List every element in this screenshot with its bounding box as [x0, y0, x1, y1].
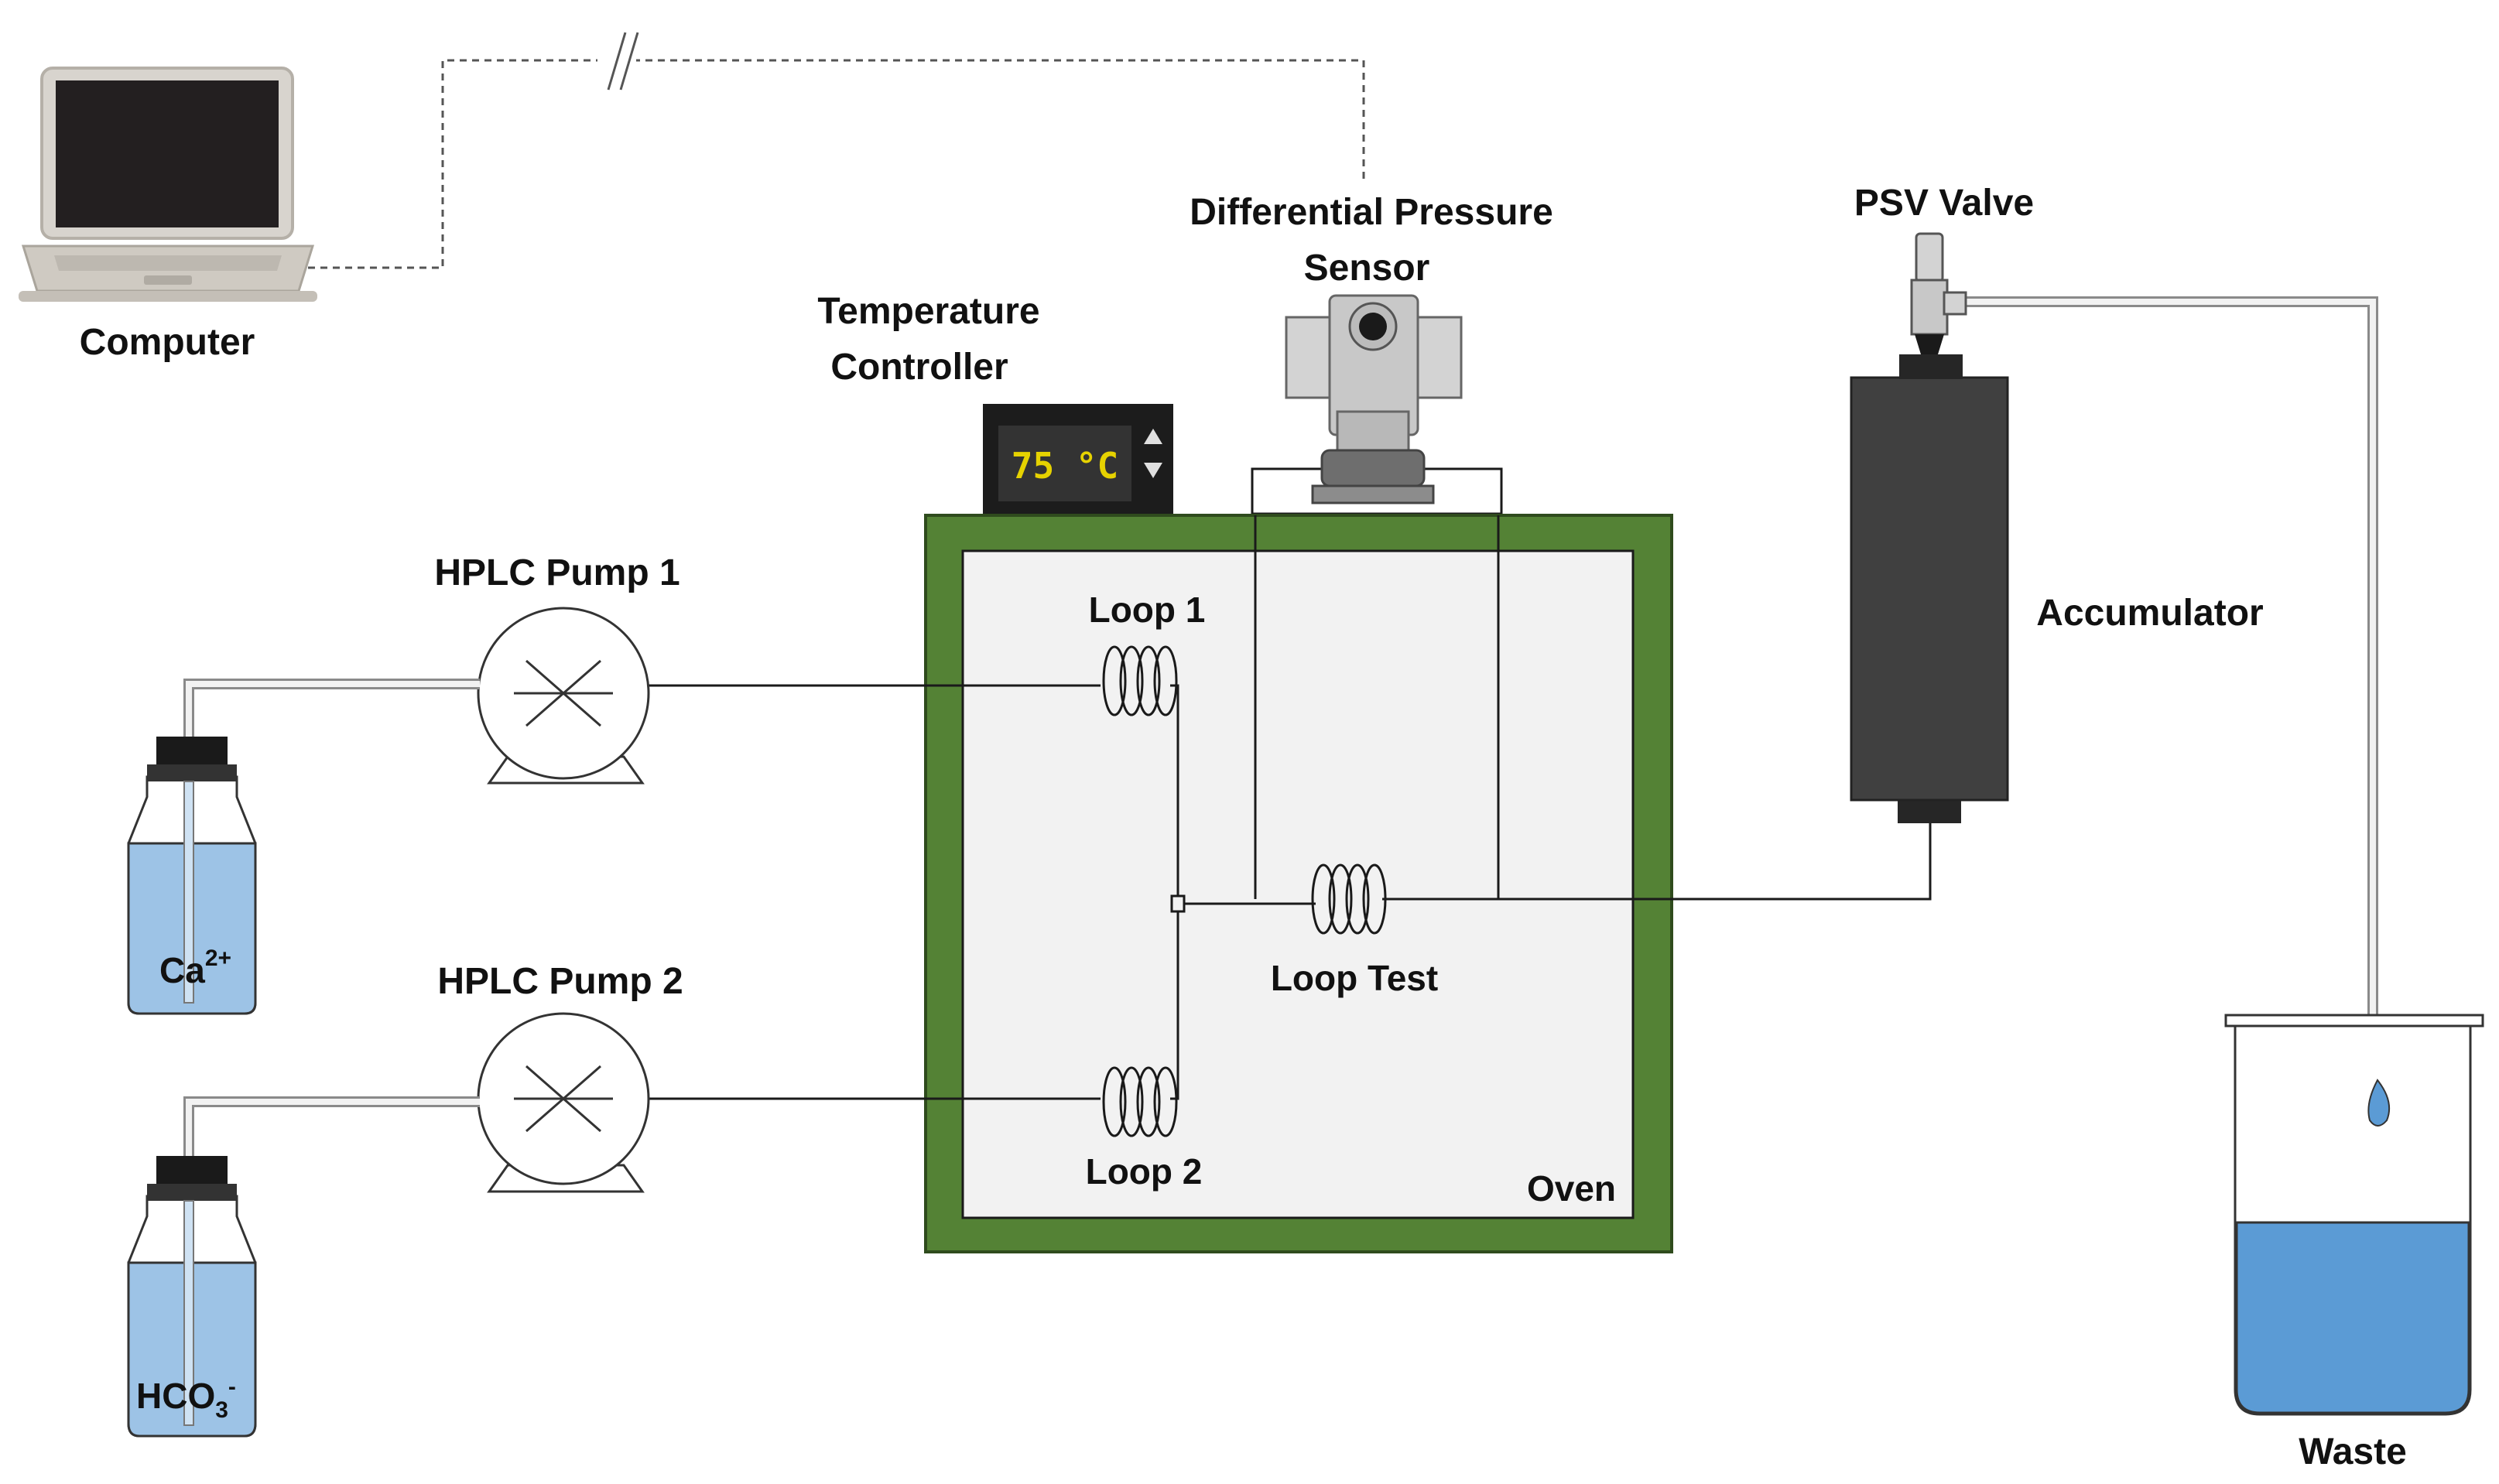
oven — [924, 514, 1673, 1253]
oven-label: Oven — [1527, 1168, 1616, 1209]
pump-icon — [477, 607, 650, 785]
temperature-display: 75 °C — [1012, 445, 1118, 487]
waste-label: Waste — [2299, 1431, 2407, 1472]
pump-icon — [477, 1012, 650, 1193]
loop-1-label: Loop 1 — [1089, 590, 1206, 630]
hco3-label: HCO3- — [136, 1374, 236, 1423]
loop-test-label: Loop Test — [1271, 958, 1438, 998]
psv-valve — [1910, 232, 2378, 1074]
pressure-sensor-label-line1: Differential Pressure — [1190, 192, 1553, 233]
oven-piping — [649, 515, 1672, 1100]
arrow-down-icon — [1144, 463, 1162, 478]
temperature-controller-label-line1: Temperature — [817, 291, 1039, 332]
reagent-bottle-icon — [127, 1156, 257, 1438]
hplc-pump-2-label: HPLC Pump 2 — [437, 961, 683, 1002]
accumulator — [1672, 354, 2009, 901]
drop-icon — [2367, 1079, 2390, 1127]
hplc-pump-1-label: HPLC Pump 1 — [434, 552, 680, 593]
loop-2-label: Loop 2 — [1086, 1151, 1203, 1192]
loop-1-coil — [1102, 645, 1178, 716]
beaker-icon — [2224, 1014, 2484, 1416]
pressure-sensor-label-line2: Sensor — [1304, 248, 1430, 289]
loop-test-coil — [1311, 863, 1387, 935]
pressure-sensor-icon — [1251, 294, 1503, 515]
loop-2-coil — [1102, 1066, 1178, 1137]
data-cable — [308, 32, 1365, 269]
temperature-controller: 75 °C — [983, 404, 1173, 517]
arrow-up-icon — [1144, 429, 1162, 444]
computer-label: Computer — [80, 322, 255, 363]
temperature-controller-label-line2: Controller — [830, 347, 1008, 388]
laptop-icon — [19, 67, 317, 302]
ca-label: Ca2+ — [159, 945, 231, 990]
reagent-bottle-icon — [127, 737, 257, 1015]
psv-valve-label: PSV Valve — [1854, 183, 2034, 224]
accumulator-label: Accumulator — [2036, 593, 2263, 634]
